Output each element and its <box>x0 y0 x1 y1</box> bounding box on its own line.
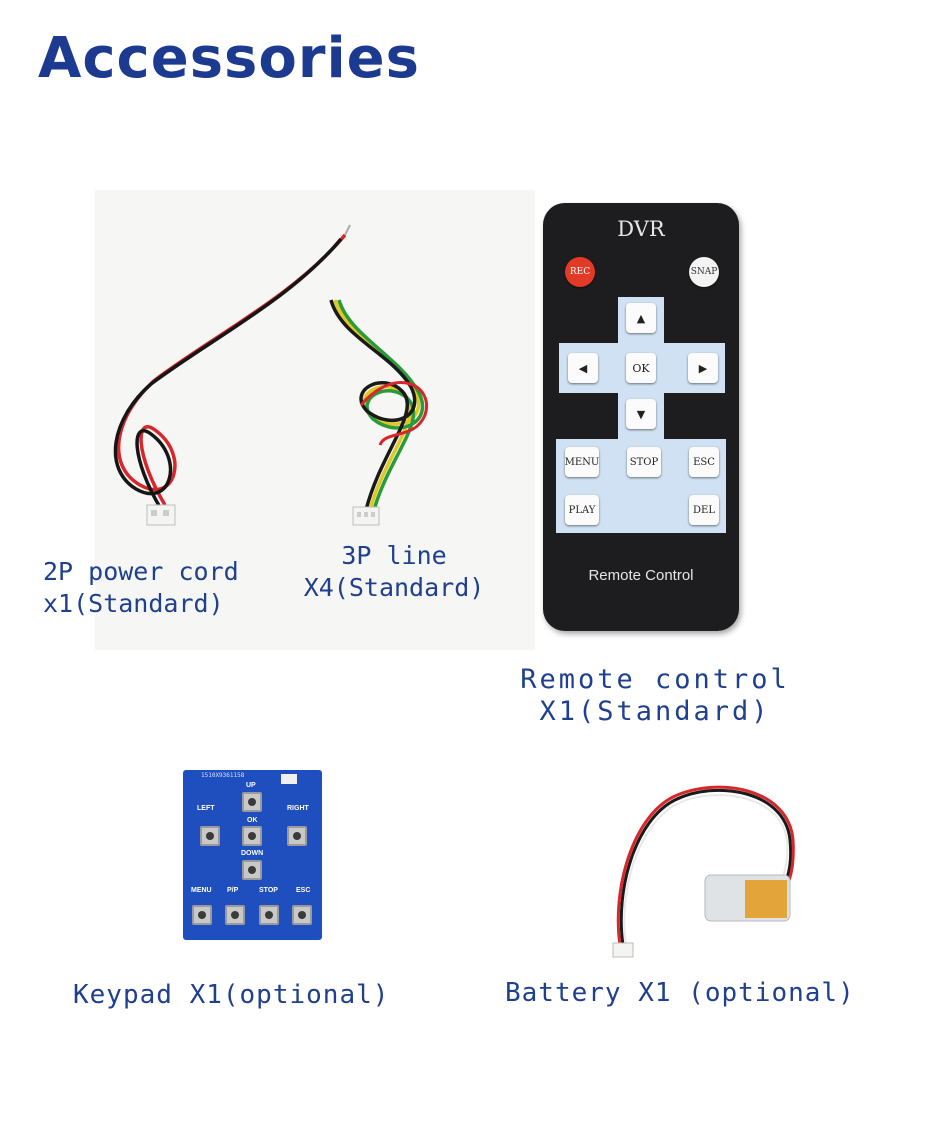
power-cord-caption-line2: x1(Standard) <box>43 589 224 618</box>
remote-brand-label: DVR <box>617 217 665 241</box>
3p-line-image <box>329 299 428 526</box>
esc-button: ESC <box>689 447 719 477</box>
power-cord-caption-line1: 2P power cord <box>43 557 239 586</box>
play-button: PLAY <box>565 495 599 525</box>
keypad-stop-label: STOP <box>259 887 278 894</box>
keypad-serial: 1510X9361158 <box>201 772 245 779</box>
right-arrow-icon: ▶ <box>688 353 718 383</box>
pp-switch-icon <box>225 905 245 925</box>
battery-caption: Battery X1 (optional) <box>505 978 855 1008</box>
snap-button: SNAP <box>689 257 719 287</box>
battery-illustration <box>612 785 795 958</box>
cables-illustration <box>113 224 428 526</box>
keypad-caption: Keypad X1(optional) <box>73 980 390 1010</box>
keypad-menu-label: MENU <box>191 887 212 894</box>
stop-switch-icon <box>259 905 279 925</box>
keypad-board: 1510X9361158 UP LEFT RIGHT OK DOWN MENU … <box>183 770 322 940</box>
remote-footer-label: Remote Control <box>588 567 694 584</box>
ok-button: OK <box>626 353 656 383</box>
down-arrow-icon: ▼ <box>626 399 656 429</box>
keypad-pp-label: P/P <box>227 887 239 894</box>
left-arrow-icon: ◀ <box>568 353 598 383</box>
3p-line-caption-line2: X4(Standard) <box>303 573 485 602</box>
remote-caption: Remote control X1(Standard) <box>495 664 815 728</box>
connector-icon <box>281 774 297 784</box>
power-cord-caption: 2P power cord x1(Standard) <box>43 556 239 620</box>
esc-switch-icon <box>292 905 312 925</box>
del-button: DEL <box>689 495 719 525</box>
keypad-left-label: LEFT <box>197 805 215 812</box>
remote-caption-line2: X1(Standard) <box>539 696 771 727</box>
3p-line-caption: 3P line X4(Standard) <box>283 540 505 604</box>
stop-button: STOP <box>627 447 661 477</box>
up-arrow-icon: ▲ <box>626 303 656 333</box>
remote-control: DVR REC SNAP ▲ ◀ OK ▶ ▼ MENU STOP ESC PL… <box>543 203 739 631</box>
menu-button: MENU <box>565 447 599 477</box>
keypad-right-label: RIGHT <box>287 805 309 812</box>
rec-button: REC <box>565 257 595 287</box>
menu-switch-icon <box>192 905 212 925</box>
power-cord-image <box>113 224 351 526</box>
keypad-up-label: UP <box>246 782 256 789</box>
left-switch-icon <box>200 826 220 846</box>
keypad-ok-label: OK <box>247 817 258 824</box>
remote-caption-line1: Remote control <box>520 664 790 695</box>
keypad-down-label: DOWN <box>241 850 264 857</box>
up-switch-icon <box>242 792 262 812</box>
right-switch-icon <box>287 826 307 846</box>
ok-switch-icon <box>242 826 262 846</box>
3p-line-caption-line1: 3P line <box>341 541 447 570</box>
down-switch-icon <box>242 860 262 880</box>
page-title: Accessories <box>38 26 420 91</box>
keypad-esc-label: ESC <box>296 887 311 894</box>
